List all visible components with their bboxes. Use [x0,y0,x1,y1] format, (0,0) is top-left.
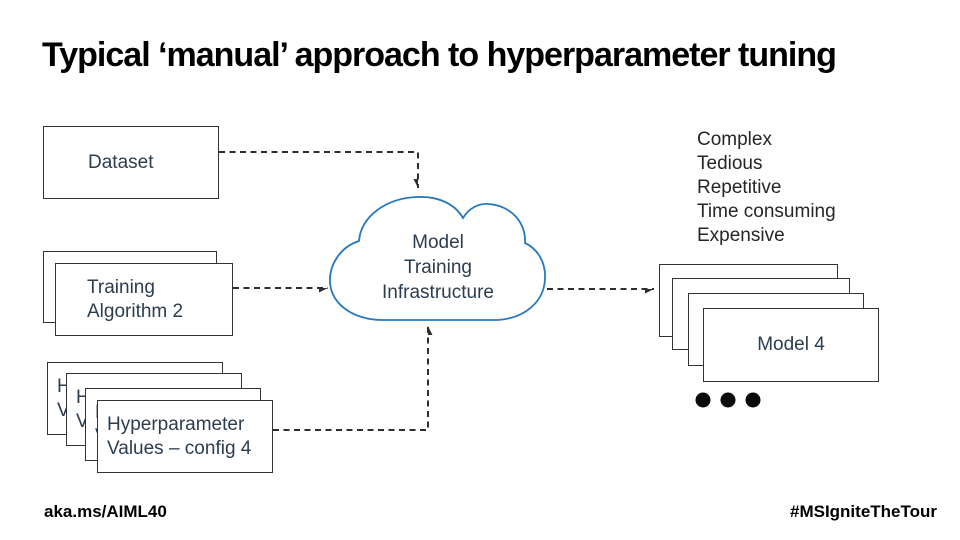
dataset-label: Dataset [88,151,154,173]
model-box-front: Model 4 [703,308,879,382]
drawback-item: Expensive [697,225,785,246]
cloud-label-line3: Infrastructure [382,282,494,303]
connector-hyperparams-to-cloud [273,326,428,431]
drawbacks-list: Complex Tedious Repetitive Time consumin… [697,128,836,248]
hyperparams-label-line1: Hyperparameter [107,413,245,435]
drawback-item: Complex [697,129,772,150]
footer-hashtag: #MSIgniteTheTour [789,502,937,521]
drawback-item: Time consuming [697,201,836,222]
model-label: Model 4 [757,334,825,355]
drawback-item: Repetitive [697,177,782,198]
training-label-line2: Algorithm 2 [87,300,184,322]
cloud-label: Model Training Infrastructure [338,230,538,305]
cloud-label-line1: Model [412,232,464,253]
dataset-box: Dataset [43,126,219,199]
hyperparams-box-front: Hyperparameter Values – config 4 [97,400,273,473]
slide-title: Typical ‘manual’ approach to hyperparame… [42,36,837,74]
connector-dataset-to-cloud [219,151,419,188]
training-label-line1: Training [87,276,155,298]
footer-link: aka.ms/AIML40 [44,502,167,521]
ellipsis-dot [745,392,761,408]
training-box-front: Training Algorithm 2 [55,263,233,336]
drawback-item: Tedious [697,153,763,174]
hyperparams-label-line2: Values – config 4 [107,437,252,459]
ellipsis-dot [720,392,736,408]
cloud-label-line2: Training [404,257,472,278]
cloud-shape [329,196,546,321]
ellipsis-dot [695,392,711,408]
